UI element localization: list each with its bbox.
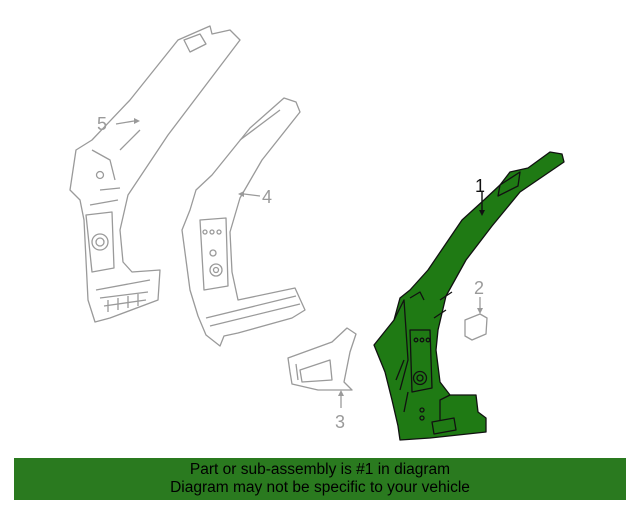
callout-5-label: 5 xyxy=(97,114,107,134)
callout-3-label: 3 xyxy=(335,412,345,432)
part-4-hinge-pillar-inner[interactable] xyxy=(181,97,306,347)
part-5-hinge-pillar-outer[interactable] xyxy=(69,25,241,323)
disclaimer-banner: Part or sub-assembly is #1 in diagram Di… xyxy=(14,458,626,500)
callout-3-leader xyxy=(338,390,344,408)
callout-4-label: 4 xyxy=(262,187,272,207)
part-3-bracket[interactable] xyxy=(287,327,357,391)
part-2-patch[interactable] xyxy=(464,313,488,341)
callout-1-label: 1 xyxy=(475,176,485,196)
banner-line-2: Diagram may not be specific to your vehi… xyxy=(170,479,470,496)
callout-1-leader xyxy=(479,192,485,216)
banner-line-1: Part or sub-assembly is #1 in diagram xyxy=(189,461,451,478)
callout-2-leader xyxy=(477,297,483,314)
callout-4-leader xyxy=(238,191,261,197)
part-1-front-pillar[interactable] xyxy=(373,151,565,441)
callout-2-label: 2 xyxy=(474,278,484,298)
callout-5-leader xyxy=(115,118,140,125)
